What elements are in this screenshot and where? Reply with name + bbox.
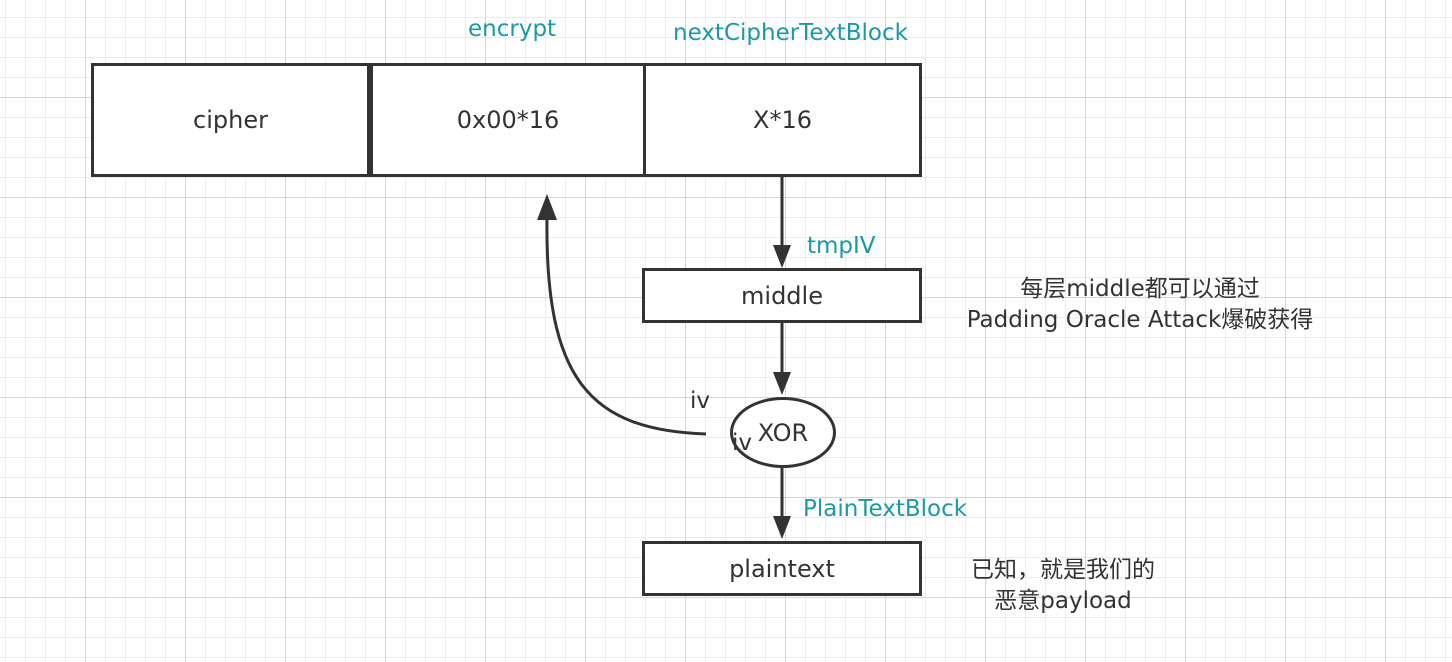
encrypt-block: 0x00*16 xyxy=(370,63,646,177)
plain-text-block-label: PlainTextBlock xyxy=(803,496,968,522)
middle-note: 每层middle都可以通过 Padding Oracle Attack爆破获得 xyxy=(940,274,1340,336)
iv-label-bottom: iv xyxy=(732,430,753,456)
plaintext-note: 已知，就是我们的 恶意payload xyxy=(948,555,1178,617)
xor-node-label: XOR xyxy=(757,418,809,447)
plaintext-block: plaintext xyxy=(642,541,922,596)
arrow-iv-curve-to-encrypt xyxy=(537,194,707,436)
arrow-middle-to-xor xyxy=(773,322,791,395)
middle-note-line2: Padding Oracle Attack爆破获得 xyxy=(966,307,1314,333)
plaintext-block-label: plaintext xyxy=(729,554,835,583)
middle-note-line1: 每层middle都可以通过 xyxy=(1020,276,1260,302)
arrow-next-block-to-middle xyxy=(773,176,791,268)
xor-node: XOR xyxy=(730,397,836,468)
middle-block: middle xyxy=(642,268,922,323)
next-cipher-text-block-label: nextCipherTextBlock xyxy=(673,20,908,46)
middle-block-label: middle xyxy=(741,281,823,310)
iv-label-top: iv xyxy=(690,388,711,414)
tmp-iv-label: tmpIV xyxy=(807,233,876,259)
cipher-block-label: cipher xyxy=(193,106,268,134)
plaintext-note-line2: 恶意payload xyxy=(994,588,1132,614)
next-cipher-block-label: X*16 xyxy=(753,106,812,134)
plaintext-note-line1: 已知，就是我们的 xyxy=(971,557,1155,583)
arrow-xor-to-plaintext xyxy=(773,466,791,539)
encrypt-label: encrypt xyxy=(468,16,557,42)
cipher-block: cipher xyxy=(91,63,370,177)
next-cipher-block: X*16 xyxy=(643,63,922,177)
encrypt-block-label: 0x00*16 xyxy=(456,106,560,134)
